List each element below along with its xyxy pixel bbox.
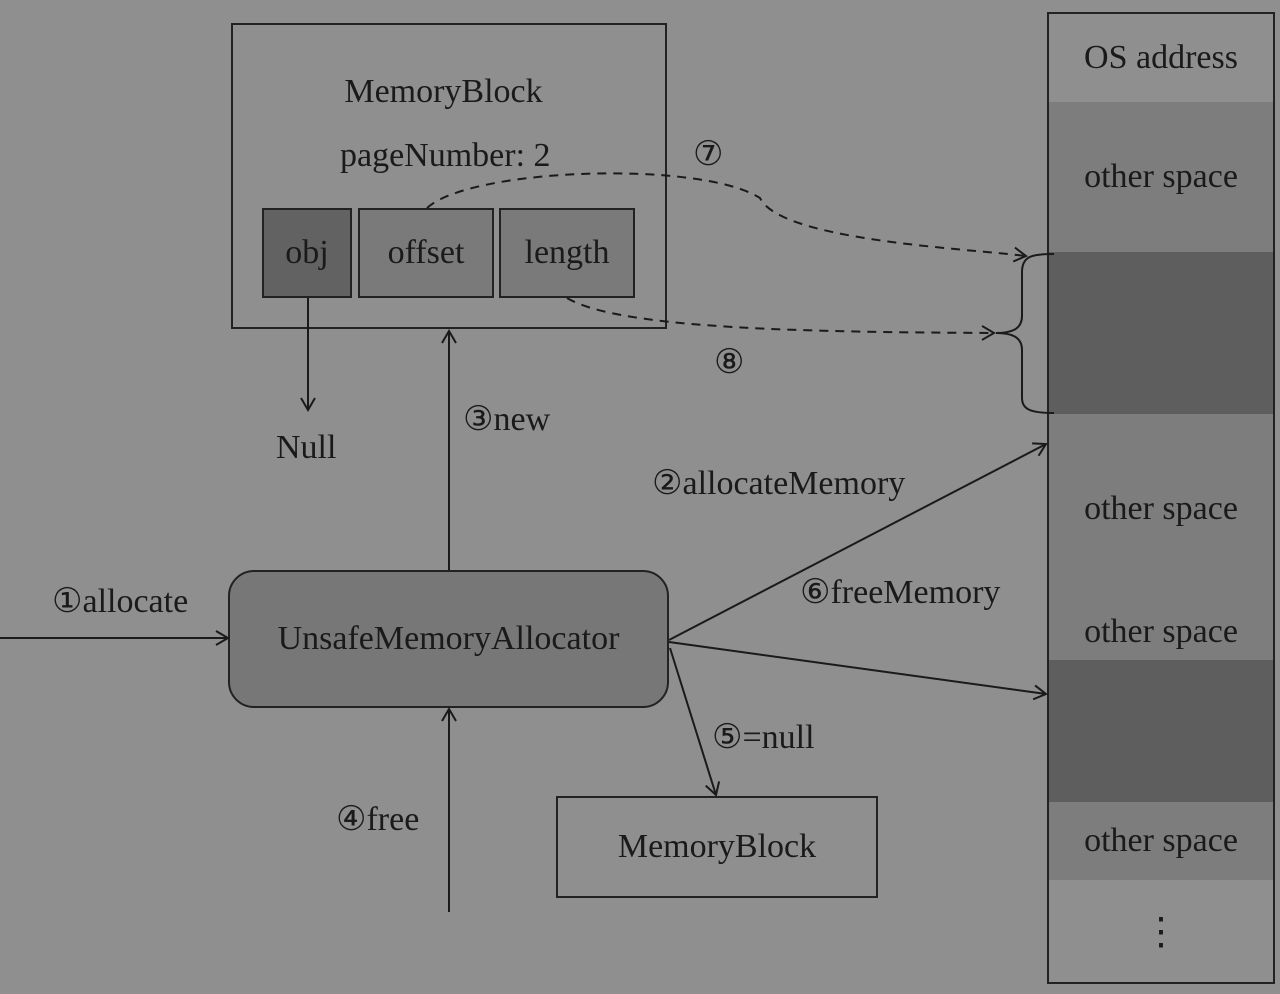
step-set-null-label: ⑤=null bbox=[712, 719, 815, 756]
field-obj: obj bbox=[262, 208, 352, 298]
step-allocate-memory-label: ②allocateMemory bbox=[652, 465, 906, 502]
step-free-label: ④free bbox=[336, 801, 420, 838]
step-new-label: ③new bbox=[463, 401, 551, 438]
other-space-segment-2: other space bbox=[1047, 414, 1275, 606]
offset-pointer-dashed-arrow bbox=[426, 172, 1028, 263]
field-length: length bbox=[499, 208, 635, 298]
memory-block-bottom: MemoryBlock bbox=[556, 796, 878, 898]
other-space-segment-1: other space bbox=[1047, 102, 1275, 254]
step-free-memory-label: ⑥freeMemory bbox=[800, 574, 1001, 611]
marker-8-label: ⑧ bbox=[714, 344, 745, 381]
length-pointer-dashed-arrow bbox=[566, 297, 996, 341]
other-space-segment-3: other space bbox=[1047, 604, 1275, 662]
memory-block-top-title: MemoryBlock bbox=[344, 73, 543, 110]
unsafe-memory-allocator: UnsafeMemoryAllocator bbox=[228, 570, 669, 708]
field-offset: offset bbox=[358, 208, 494, 298]
allocated-segment-1 bbox=[1047, 252, 1275, 416]
null-label: Null bbox=[276, 429, 337, 466]
os-address-header: OS address bbox=[1047, 12, 1275, 104]
marker-7-label: ⑦ bbox=[693, 136, 724, 173]
free-memory-arrow bbox=[668, 641, 1048, 701]
segment-brace bbox=[995, 253, 1055, 414]
page-number-label: pageNumber: 2 bbox=[340, 137, 551, 174]
ellipsis-segment: ⋮ bbox=[1047, 880, 1275, 984]
allocated-segment-3 bbox=[1047, 731, 1275, 804]
allocate-memory-arrow bbox=[668, 442, 1048, 641]
step-allocate-label: ①allocate bbox=[52, 583, 189, 620]
allocated-segment-2 bbox=[1047, 660, 1275, 733]
set-null-arrow bbox=[669, 647, 721, 797]
